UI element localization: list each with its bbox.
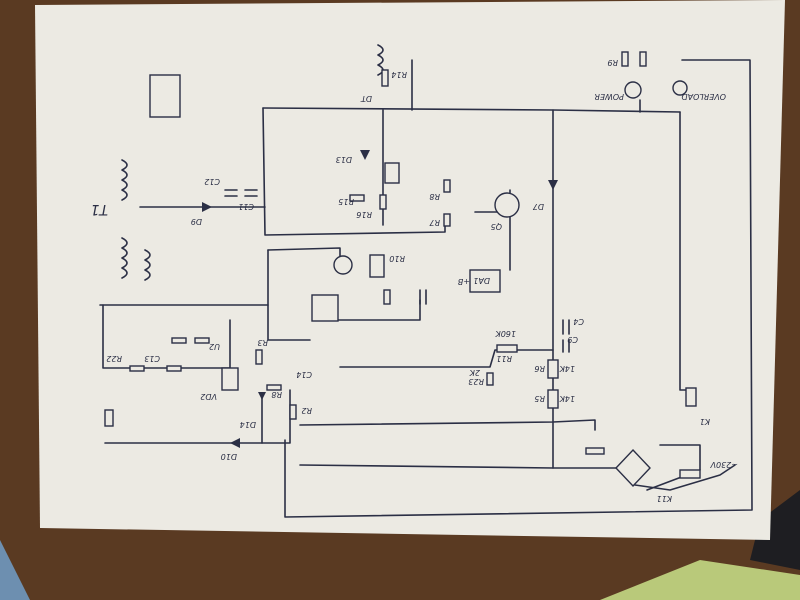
component-label: R5 (534, 394, 545, 403)
component-label: D10 (221, 452, 237, 461)
component-label: R22 (106, 354, 122, 363)
transformer-coil (144, 249, 151, 281)
dark-object (750, 490, 800, 570)
component-label: VD2 (200, 392, 217, 401)
transistor (333, 255, 353, 275)
component-label: R11 (496, 354, 512, 363)
diode-d9 (202, 202, 212, 212)
diode-d7 (548, 180, 558, 190)
component-label: 14K (559, 394, 575, 403)
component-label: ~230V (710, 460, 738, 469)
diode-d14 (258, 392, 266, 400)
component-label: R7 (428, 218, 440, 227)
component-label: C14 (296, 370, 312, 379)
components (104, 44, 701, 488)
component-label: D13 (336, 155, 352, 164)
component-label: R3 (257, 338, 268, 347)
optocoupler (384, 162, 400, 184)
component-label: 160K (495, 329, 516, 338)
bridge-rectifier (615, 448, 651, 488)
component-label: DA1 (473, 276, 490, 285)
diode-d13 (360, 150, 370, 160)
labels: T1 D9 C12 C11 D13 R16 R15 R10 Q5 R8 R7 D… (91, 58, 738, 503)
transistor-q5 (494, 192, 520, 218)
component-label: C11 (238, 202, 254, 211)
component-label: R14 (391, 70, 407, 79)
component-label: R2 (301, 406, 312, 415)
power-led (624, 81, 642, 99)
component-label: Q5 (491, 222, 502, 231)
component-label: R8 (271, 390, 282, 399)
component-label: R10 (389, 254, 405, 263)
component-label: D14 (240, 420, 256, 429)
component-label: T1 (91, 201, 108, 217)
component-label: R8 (429, 192, 440, 201)
component-label: R9 (607, 58, 618, 67)
component-label: C12 (204, 177, 220, 186)
component-label: R23 (468, 377, 484, 386)
component-label: C9 (567, 335, 578, 344)
component-label: +B (458, 277, 470, 286)
component-label: D7 (532, 202, 544, 211)
component-label: R6 (534, 364, 545, 373)
ic-chip (149, 74, 181, 118)
component-label: D9 (191, 217, 202, 226)
component-label: K1 (700, 417, 710, 426)
regulator-da1 (469, 269, 501, 293)
component-label: POWER (594, 92, 624, 101)
component-label: U2 (209, 342, 220, 351)
component-label: C4 (573, 317, 584, 326)
transformer-coil (121, 159, 128, 201)
transformer-coil (121, 237, 128, 279)
ic-u2 (221, 367, 239, 391)
component-label: R15 (338, 197, 354, 206)
component-label: 2K (469, 368, 480, 377)
component-label: 14K (559, 364, 575, 373)
component-label: C13 (144, 354, 160, 363)
overload-lamp (672, 80, 688, 96)
component-label: R16 (356, 210, 372, 219)
diode-d10 (230, 438, 240, 448)
component-label: DT (360, 94, 372, 103)
paper-sheet (35, 0, 785, 540)
wires (99, 59, 753, 518)
component-label: OVERLOAD (681, 92, 726, 101)
colorful-object (600, 560, 800, 600)
blue-object (0, 540, 30, 600)
component-label: K11 (657, 494, 672, 503)
ic-u1 (311, 294, 339, 322)
